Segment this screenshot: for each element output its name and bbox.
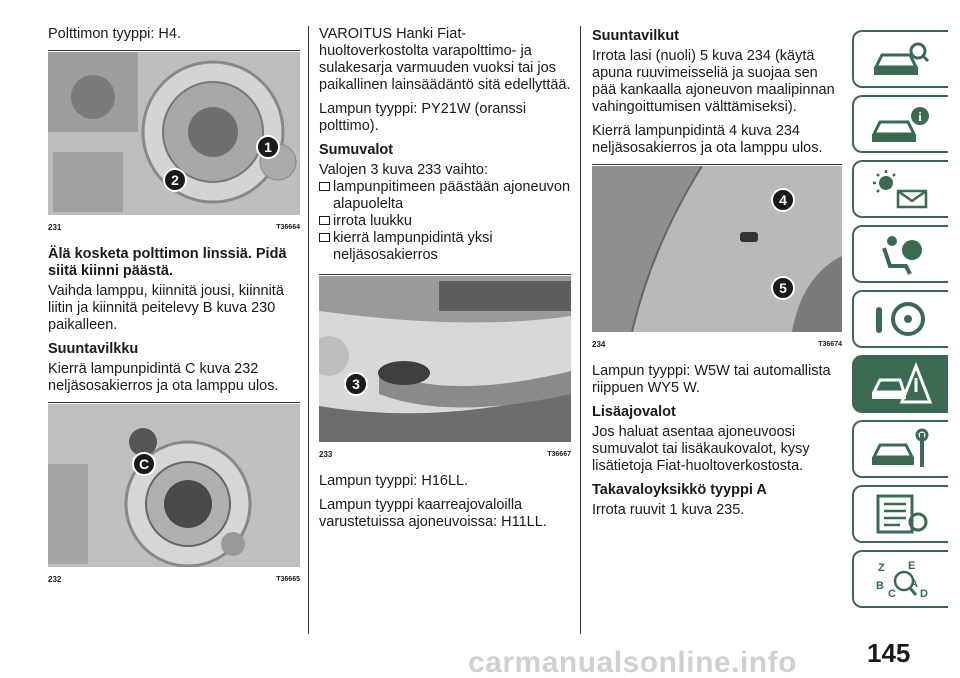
figure-code: T36665 [276, 576, 300, 583]
figure-234: 4 5 234 T36674 [592, 164, 842, 353]
tab-index[interactable]: Z E B A C D [852, 550, 948, 608]
callout-2: 2 [163, 168, 187, 192]
headlamp-image: 1 2 [48, 52, 300, 215]
figure-number: 233 [319, 450, 333, 459]
bumper-drawing [319, 276, 571, 442]
section-heading-lisaajovalot: Lisäajovalot [592, 404, 676, 420]
section-heading-suuntavilkku: Suuntavilkku [48, 341, 139, 357]
svg-text:C: C [888, 588, 896, 600]
page-number: 145 [867, 638, 911, 668]
figure-caption: 232 T36665 [48, 571, 300, 588]
callout-5: 5 [771, 276, 795, 300]
svg-text:B: B [876, 580, 884, 592]
fog-light-image: 3 [319, 276, 571, 442]
bulb-type-text: Polttimon tyyppi: H4. [48, 26, 181, 42]
tab-warning-lights[interactable] [852, 160, 948, 218]
section-heading-suuntavilkut: Suuntavilkut [592, 28, 680, 44]
list-item: kierrä lampunpidintä yksi neljäsosakierr… [319, 230, 571, 264]
callout-4: 4 [771, 188, 795, 212]
svg-text:D: D [920, 588, 928, 600]
figure-caption: 233 T36667 [319, 446, 571, 463]
tab-technical-data[interactable] [852, 485, 948, 543]
bulb-type-text: Lampun tyyppi: PY21W (oranssi polttimo). [319, 101, 527, 134]
column-left: Polttimon tyyppi: H4. 1 2 231 T36664 Älä… [48, 26, 300, 598]
bullet-icon [319, 182, 330, 191]
tab-airbag-seat[interactable] [852, 225, 948, 283]
tab-emergency[interactable] [852, 355, 948, 413]
steering-key-icon [876, 302, 925, 336]
warning-text: VAROITUS Hanki Fiat-huoltoverkostolta va… [319, 26, 571, 93]
bulb-type-text: Lampun tyyppi: W5W tai automallista riip… [592, 363, 831, 396]
warning-lights-icon [873, 170, 928, 209]
body-text: Kierrä lampunpidintä 4 kuva 234 neljäsos… [592, 123, 823, 156]
list-item: irrota luukku [319, 213, 571, 230]
watermark: carmanualsonline.info [468, 646, 797, 678]
figure-caption: 234 T36674 [592, 336, 842, 353]
lampholder-drawing [48, 404, 300, 567]
column-divider [308, 26, 309, 634]
figure-232: C 232 T36665 [48, 402, 300, 588]
list-item: lampunpitimeen päästään ajoneuvon alapuo… [319, 179, 571, 213]
bulb-type-text: Lampun tyyppi: H16LL. [319, 473, 469, 489]
column-divider [580, 26, 581, 634]
body-text: Jos haluat asentaa ajoneuvoosi sumuvalot… [592, 424, 810, 474]
body-text: Irrota lasi (nuoli) 5 kuva 234 (käytä ap… [592, 48, 835, 115]
figure-number: 234 [592, 340, 606, 349]
figure-code: T36674 [818, 341, 842, 348]
tab-steering-key[interactable] [852, 290, 948, 348]
callout-1: 1 [256, 135, 280, 159]
svg-text:i: i [918, 109, 922, 124]
tab-car-info[interactable]: i [852, 95, 948, 153]
body-text: Irrota ruuvit 1 kuva 235. [592, 502, 745, 518]
figure-number: 232 [48, 575, 62, 584]
bullet-icon [319, 216, 330, 225]
figure-code: T36667 [547, 451, 571, 458]
side-indicator-image: 4 5 [592, 166, 842, 332]
fender-drawing [592, 166, 842, 332]
callout-3: 3 [344, 372, 368, 396]
body-text: Kierrä lampunpidintä C kuva 232 neljäsos… [48, 361, 279, 394]
car-search-icon [873, 42, 930, 75]
svg-text:Z: Z [878, 562, 885, 574]
car-info-icon: i [871, 107, 929, 142]
section-heading-sumuvalot: Sumuvalot [319, 142, 394, 158]
airbag-seat-icon [882, 236, 922, 275]
figure-233: 3 233 T36667 [319, 274, 571, 463]
svg-text:A: A [910, 578, 918, 590]
emergency-car-icon [871, 362, 932, 404]
column-middle: VAROITUS Hanki Fiat-huoltoverkostolta va… [319, 26, 571, 538]
section-heading-takavaloyksikko: Takavaloyksikkö tyyppi A [592, 482, 767, 498]
technical-data-icon [876, 494, 928, 534]
figure-caption: 231 T36664 [48, 219, 300, 236]
headlamp-drawing [48, 52, 300, 215]
index-icon: Z E B A C D [876, 560, 928, 600]
tab-car-search[interactable] [852, 30, 948, 88]
figure-number: 231 [48, 223, 62, 232]
tab-car-service[interactable] [852, 420, 948, 478]
callout-c: C [132, 452, 156, 476]
lampholder-image: C [48, 404, 300, 567]
car-service-icon [871, 428, 929, 467]
svg-text:E: E [908, 560, 915, 572]
bulb-type-text: Lampun tyyppi kaarreajovaloilla varustet… [319, 497, 547, 530]
warning-heading: Älä kosketa polttimon linssiä. Pidä siit… [48, 246, 287, 279]
intro-text: Valojen 3 kuva 233 vaihto: [319, 162, 489, 178]
chapter-tabs: i [852, 30, 948, 615]
figure-231: 1 2 231 T36664 [48, 50, 300, 236]
column-right: Suuntavilkut Irrota lasi (nuoli) 5 kuva … [592, 26, 842, 526]
figure-code: T36664 [276, 224, 300, 231]
bullet-icon [319, 233, 330, 242]
replace-text: Vaihda lamppu, kiinnitä jousi, kiinnitä … [48, 283, 284, 333]
